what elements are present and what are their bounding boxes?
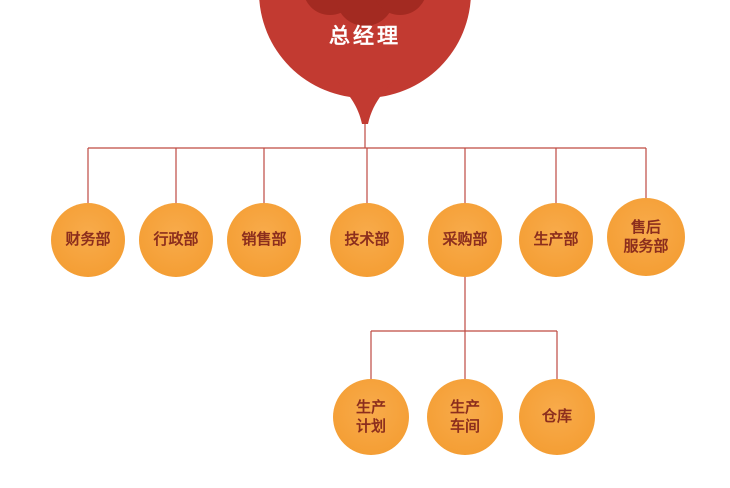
root-node-label: 总经理 [329,24,401,48]
dept-node-aftersales-service: 售后 服务部 [607,198,685,276]
subdept-label-production-planning: 生产 计划 [355,397,386,436]
dept-node-purchasing: 采购部 [428,203,502,277]
root-balloon-tail [338,82,392,124]
dept-label-production: 生产部 [533,230,579,249]
subdept-node-warehouse: 仓库 [519,379,595,455]
dept-label-finance: 财务部 [65,230,111,249]
dept-label-purchasing: 采购部 [442,230,488,249]
dept-label-technology: 技术部 [344,230,390,249]
dept-label-aftersales-service: 售后 服务部 [623,217,669,256]
dept-node-sales: 销售部 [227,203,301,277]
root-balloon [259,0,471,98]
subdept-label-warehouse: 仓库 [541,407,572,426]
dept-node-administration: 行政部 [139,203,213,277]
subdept-node-production-workshop: 生产 车间 [427,379,503,455]
dept-label-sales: 销售部 [241,230,287,249]
dept-node-technology: 技术部 [330,203,404,277]
root-ornament [305,0,425,26]
subdept-node-production-planning: 生产 计划 [333,379,409,455]
dept-node-finance: 财务部 [51,203,125,277]
dept-node-production: 生产部 [519,203,593,277]
dept-label-administration: 行政部 [153,230,199,249]
subdept-label-production-workshop: 生产 车间 [449,397,480,436]
